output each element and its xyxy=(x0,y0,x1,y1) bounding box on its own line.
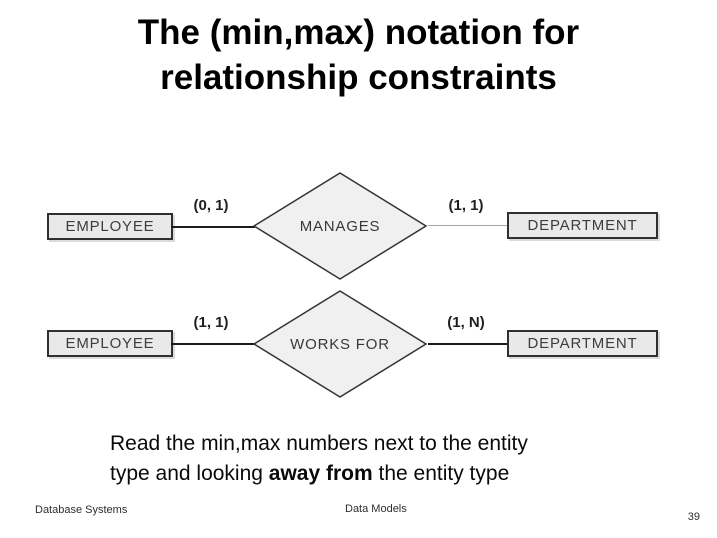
title-line-1: The (min,max) notation for xyxy=(137,13,580,52)
note-text: Read the min,max numbers next to the ent… xyxy=(110,429,528,489)
entity-box-department-row2: DEPARTMENT xyxy=(507,330,658,357)
footer-section-name: Data Models xyxy=(345,503,407,515)
connector-line-left-row2 xyxy=(171,343,255,345)
diamond-shape-icon xyxy=(252,290,428,398)
entity-label: EMPLOYEE xyxy=(65,218,155,235)
note-line-1: Read the min,max numbers next to the ent… xyxy=(110,432,528,455)
slide-title: The (min,max) notation for relationship … xyxy=(0,10,717,100)
connector-line-left-row1 xyxy=(171,226,255,228)
cardinality-label-right-row2: (1, N) xyxy=(447,314,485,331)
entity-label: DEPARTMENT xyxy=(527,335,638,352)
relationship-label: MANAGES xyxy=(299,217,381,235)
entity-label: EMPLOYEE xyxy=(65,335,155,352)
note-line-2: type and looking away from the entity ty… xyxy=(110,462,510,485)
diamond-shape-icon xyxy=(252,172,428,280)
relationship-label: WORKS FOR xyxy=(290,335,390,353)
relationship-diamond-manages: MANAGES xyxy=(252,171,428,281)
entity-box-department-row1: DEPARTMENT xyxy=(507,212,658,239)
cardinality-label-left-row2: (1, 1) xyxy=(193,314,229,331)
cardinality-label-right-row1: (1, 1) xyxy=(448,197,484,214)
footer-course-name: Database Systems xyxy=(35,504,128,516)
relationship-diamond-works-for: WORKS FOR xyxy=(252,289,428,399)
entity-label: DEPARTMENT xyxy=(527,217,638,234)
cardinality-label-left-row1: (0, 1) xyxy=(193,197,229,214)
connector-line-right-row1 xyxy=(428,225,507,226)
connector-line-right-row2 xyxy=(428,343,507,345)
footer-page-number: 39 xyxy=(687,511,700,523)
entity-box-employee-row1: EMPLOYEE xyxy=(47,213,173,240)
entity-box-employee-row2: EMPLOYEE xyxy=(47,330,173,357)
title-line-2: relationship constraints xyxy=(160,58,557,97)
note-bold-phrase: away from xyxy=(268,462,373,485)
